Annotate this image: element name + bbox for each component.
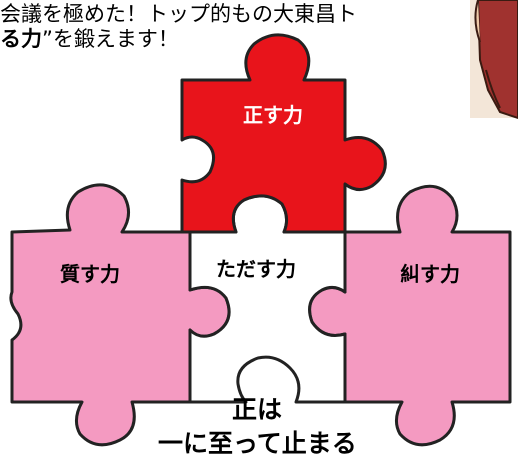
lead-line-1: 会議を極めた！トップ的もの大東昌ト [0, 2, 357, 26]
label-right-piece: 糾す力 [400, 262, 460, 286]
motto-line-2: 一に至って止まる [158, 429, 357, 458]
lead-line-2: る力”を鍛えます！ [0, 27, 357, 52]
label-left-piece: 質す力 [60, 262, 120, 286]
lead-line-2-rest: ”を鍛えます！ [42, 27, 179, 51]
lead-line-2-bold: る力 [0, 27, 42, 51]
label-center-piece: ただす力 [216, 257, 296, 281]
label-top-piece: 正す力 [243, 103, 303, 127]
motto-line-1: 正は [232, 395, 283, 424]
person-illustration [470, 0, 518, 120]
puzzle-piece-top [180, 33, 387, 234]
lead-text: 会議を極めた！トップ的もの大東昌ト る力”を鍛えます！ [0, 2, 357, 52]
